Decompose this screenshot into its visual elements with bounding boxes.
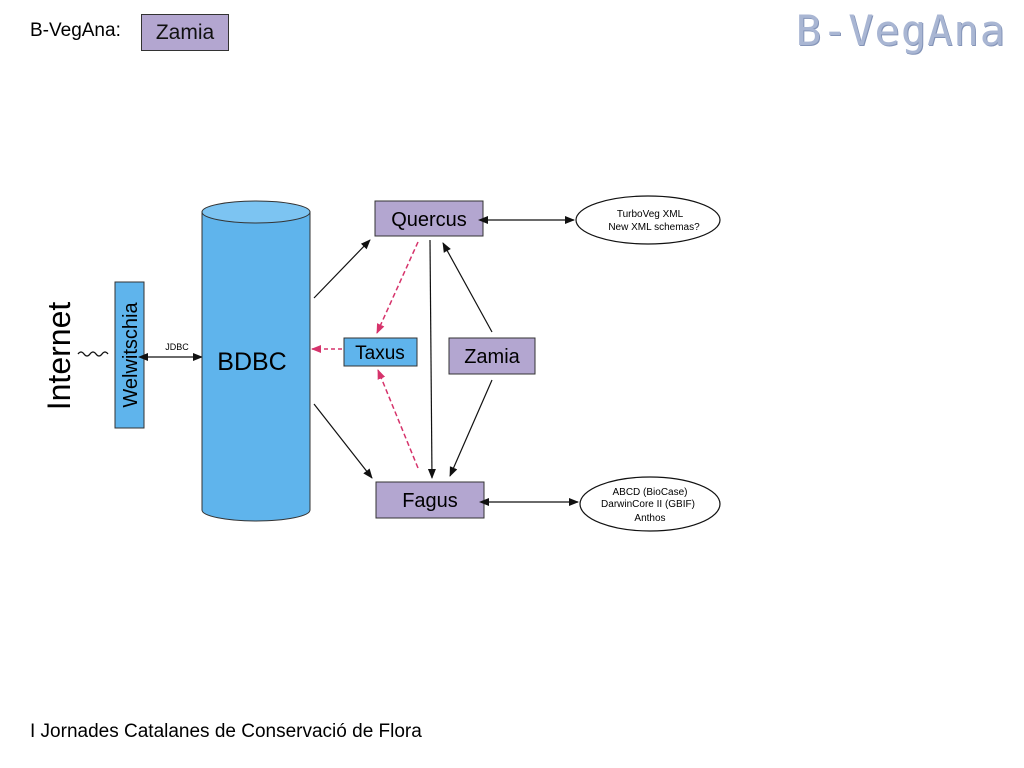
arrow-quercus-to-fagus — [427, 239, 436, 479]
b-vegana-logo: B-VegAna — [795, 6, 1006, 55]
jdbc-label: JDBC — [165, 342, 189, 352]
taxus-box — [343, 337, 418, 367]
dashed-arrow-fagus-to-taxus — [377, 369, 419, 469]
squiggle-icon — [77, 351, 109, 357]
ellipse-bottom-line-1: ABCD (BioCase) — [612, 487, 687, 498]
footer-text: I Jornades Catalanes de Conservació de F… — [30, 721, 422, 742]
taxus-label: Taxus — [355, 343, 405, 364]
internet-label: Internet — [41, 302, 77, 411]
quercus-box — [374, 200, 484, 237]
fagus-box — [375, 481, 485, 519]
ellipse-top-line-2: New XML schemas? — [608, 222, 700, 233]
quercus-label: Quercus — [391, 209, 467, 231]
ellipse-bottom-line-2: DarwinCore II (GBIF) — [601, 499, 695, 510]
arrow-bdbc-to-quercus — [313, 239, 371, 299]
standards-ellipse — [579, 476, 721, 532]
welwitschia-label: Welwitschia — [120, 302, 142, 408]
xml-formats-ellipse — [575, 195, 721, 245]
header-zamia-box: Zamia — [141, 14, 229, 51]
dashed-arrow-quercus-to-taxus — [376, 241, 419, 334]
zamia-label: Zamia — [464, 346, 520, 368]
fagus-label: Fagus — [402, 490, 458, 512]
bdbc-label: BDBC — [217, 348, 286, 376]
arrow-bdbc-to-fagus — [313, 403, 373, 479]
arrow-zamia-to-fagus — [449, 379, 493, 477]
ellipse-top-line-1: TurboVeg XML — [617, 209, 684, 220]
arrow-zamia-to-quercus — [442, 242, 493, 333]
ellipse-bottom-line-3: Anthos — [634, 513, 665, 524]
bdbc-cylinder — [201, 200, 311, 522]
zamia-box — [448, 337, 536, 375]
header-label: B-VegAna: — [30, 20, 121, 41]
